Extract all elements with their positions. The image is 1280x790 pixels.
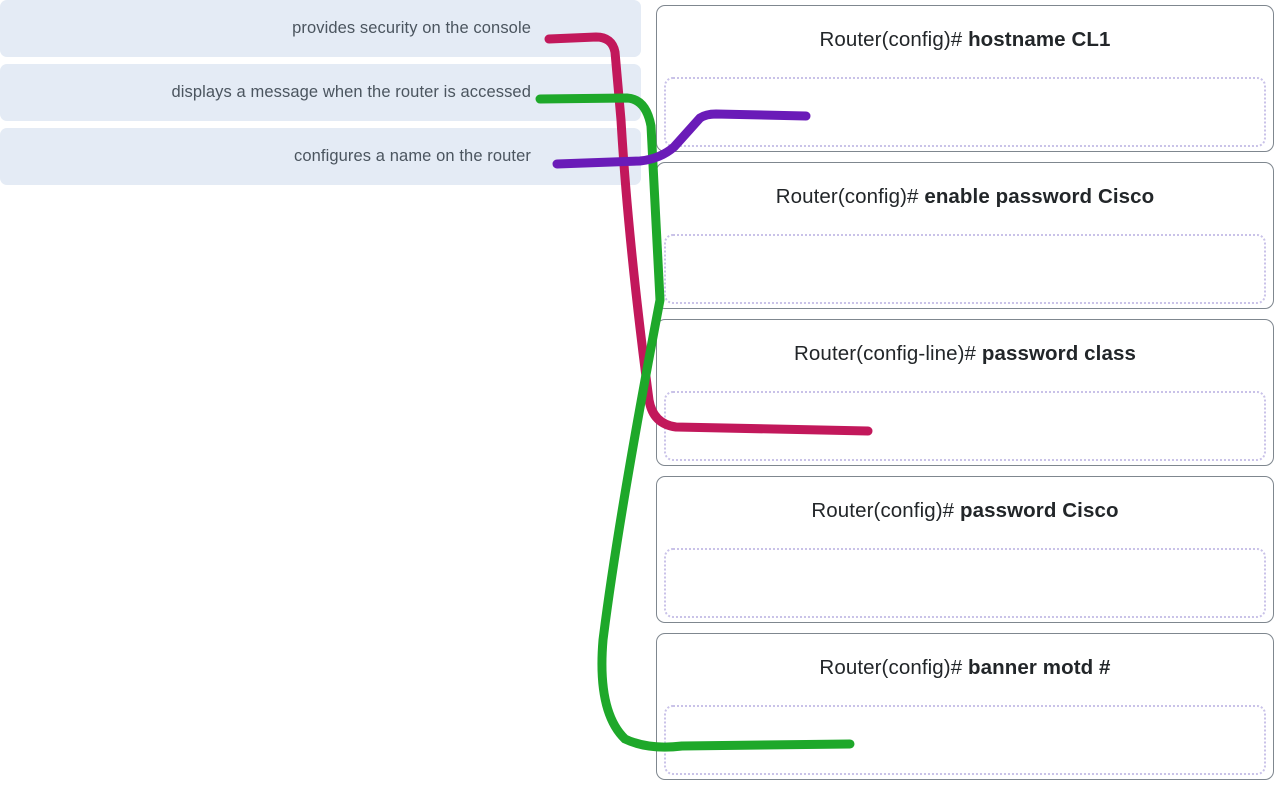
prompt-item-name-router[interactable]: configures a name on the router [0, 128, 641, 185]
command-card-password-cisco[interactable]: Router(config)# password Cisco [656, 476, 1274, 623]
prompt-item-label: displays a message when the router is ac… [171, 82, 531, 101]
command-card-title: Router(config)# enable password Cisco [657, 185, 1273, 209]
command-prompt-text: Router(config)# [811, 499, 960, 522]
prompt-item-label: provides security on the console [292, 18, 531, 37]
command-card-title: Router(config)# hostname CL1 [657, 28, 1273, 52]
prompt-item-message-accessed[interactable]: displays a message when the router is ac… [0, 64, 641, 121]
command-prompt-text: Router(config)# [775, 185, 925, 208]
command-card-title: Router(config)# banner motd # [657, 656, 1273, 680]
command-card-password-class[interactable]: Router(config-line)# password class [656, 319, 1274, 466]
command-prompt-text: Router(config)# [819, 28, 969, 51]
command-card-title: Router(config)# password Cisco [657, 499, 1273, 523]
command-card-hostname[interactable]: Router(config)# hostname CL1 [656, 5, 1274, 152]
command-text: banner motd # [968, 656, 1111, 679]
prompt-item-label: configures a name on the router [294, 146, 531, 165]
command-card-enable-password[interactable]: Router(config)# enable password Cisco [656, 162, 1274, 309]
command-text: password Cisco [959, 499, 1119, 522]
command-prompt-text: Router(config)# [819, 656, 969, 679]
command-card-title: Router(config-line)# password class [657, 342, 1273, 366]
drop-zone-enable-password[interactable] [664, 234, 1266, 304]
command-text: password class [981, 342, 1136, 365]
prompt-item-security-console[interactable]: provides security on the console [0, 0, 641, 57]
command-text: enable password Cisco [924, 185, 1155, 208]
command-card-list: Router(config)# hostname CL1 Router(conf… [656, 5, 1274, 790]
drop-zone-hostname[interactable] [664, 77, 1266, 147]
drop-zone-password-cisco[interactable] [664, 548, 1266, 618]
drop-zone-password-class[interactable] [664, 391, 1266, 461]
command-prompt-text: Router(config-line)# [794, 342, 982, 365]
command-card-banner-motd[interactable]: Router(config)# banner motd # [656, 633, 1274, 780]
drop-zone-banner-motd[interactable] [664, 705, 1266, 775]
prompt-list: provides security on the console display… [0, 0, 641, 192]
command-text: hostname CL1 [968, 28, 1111, 51]
